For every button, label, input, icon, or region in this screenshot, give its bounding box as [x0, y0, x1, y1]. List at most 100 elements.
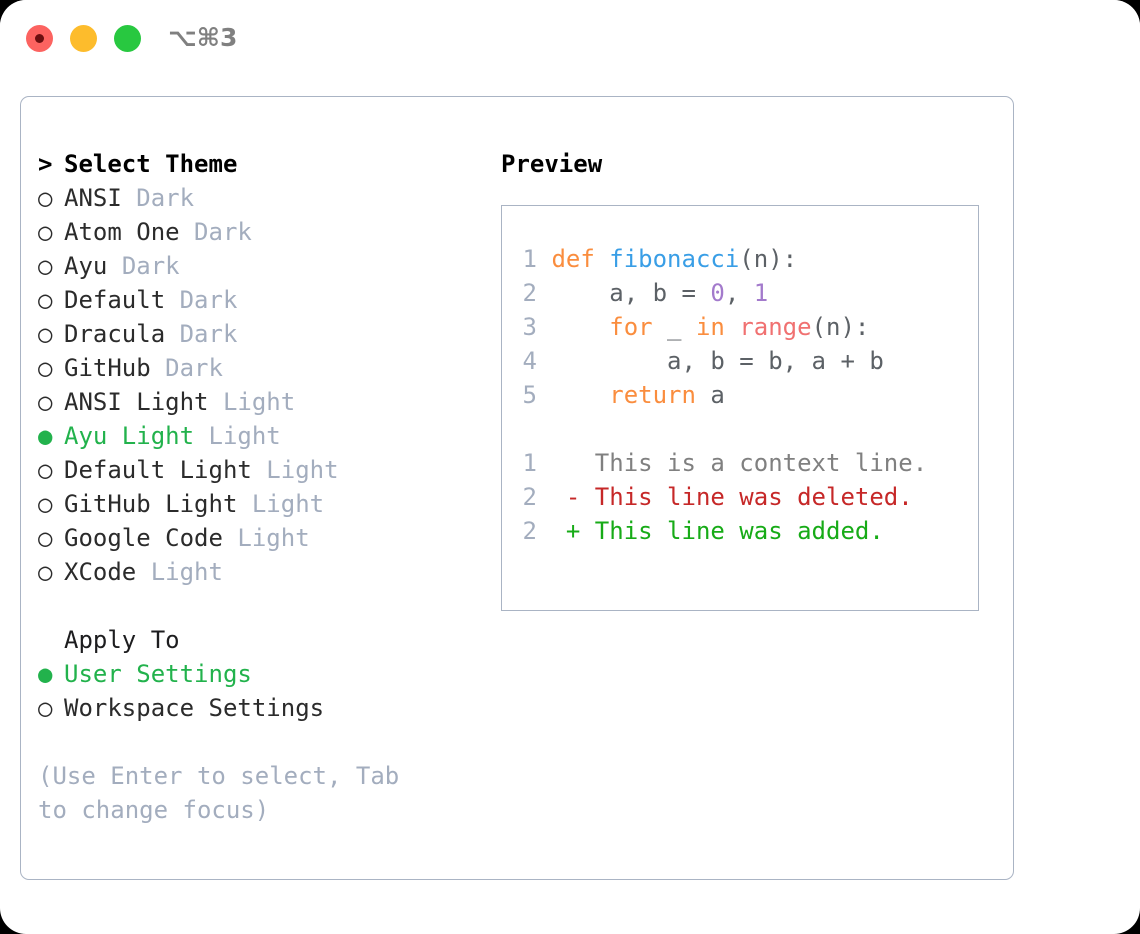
- spacer: [151, 354, 165, 382]
- code-token: for: [609, 313, 653, 341]
- radio-unselected-icon: ○: [38, 286, 53, 314]
- theme-list-item[interactable]: ○ XCode Light: [38, 555, 478, 589]
- theme-list-item[interactable]: ○Google Code Light: [38, 521, 478, 555]
- code-token: 1: [753, 279, 769, 307]
- code-token: (n):: [739, 245, 798, 273]
- theme-name: Google Code: [64, 524, 223, 552]
- preview-title: Preview: [501, 150, 603, 178]
- spacer: [209, 388, 223, 416]
- theme-list-item[interactable]: ○ANSI Light Light: [38, 385, 478, 419]
- theme-list-item[interactable]: ○ Ayu Dark: [38, 249, 478, 283]
- line-number: 2: [522, 279, 537, 307]
- theme-list-item[interactable]: ○GitHub Dark: [38, 351, 478, 385]
- radio-unselected-icon: ○: [38, 354, 53, 382]
- gutter-gap: [537, 517, 566, 545]
- diff-sign: [566, 449, 580, 477]
- spacer: [237, 490, 251, 518]
- theme-list-item[interactable]: ○ ANSI Dark: [38, 181, 478, 215]
- code-token: fibonacci: [609, 245, 740, 273]
- theme-list-item[interactable]: ○Atom One Dark: [38, 215, 478, 249]
- theme-variant: Light: [222, 388, 296, 416]
- theme-variant: Dark: [136, 184, 195, 212]
- radio-unselected-icon: ○: [38, 320, 53, 348]
- spacer: [194, 422, 208, 450]
- line-number: 4: [522, 347, 537, 375]
- diff-sign: +: [565, 517, 581, 545]
- code-line: 1 def fibonacci(n):: [502, 242, 978, 276]
- code-token: a, b =: [551, 279, 711, 307]
- apply-to-item[interactable]: ○Workspace Settings: [38, 691, 478, 725]
- line-number: 3: [522, 313, 537, 341]
- radio-unselected-icon: ○: [38, 490, 53, 518]
- zoom-button[interactable]: [114, 25, 141, 52]
- code-token: return: [609, 381, 696, 409]
- spacer: [165, 286, 179, 314]
- theme-name: Ayu: [64, 252, 108, 280]
- spacer: [107, 252, 121, 280]
- theme-list-item[interactable]: ○Default Light Light: [38, 453, 478, 487]
- keyboard-hint: (Use Enter to select, Tab to change focu…: [38, 762, 400, 824]
- code-token: [725, 313, 739, 341]
- radio-unselected-icon: ○: [38, 218, 53, 246]
- theme-variant: Light: [208, 422, 281, 450]
- apply-to-label: User Settings: [64, 660, 252, 688]
- theme-name: XCode: [64, 558, 137, 586]
- gutter-gap: [537, 245, 551, 273]
- preview-panel-wrapper: Preview 1 def fibonacci(n):2 a, b = 0, 1…: [501, 147, 991, 611]
- theme-variant: Light: [251, 490, 325, 518]
- theme-list-item[interactable]: ○ GitHub Light Light: [38, 487, 478, 521]
- code-token: ,: [724, 279, 754, 307]
- diff-text: This is a context line.: [580, 449, 928, 477]
- theme-list: ○ANSI Dark○Atom One Dark○Ayu Dark○Defaul…: [38, 181, 478, 589]
- theme-variant: Dark: [121, 252, 180, 280]
- title-bar: ⌥⌘3: [0, 0, 1140, 78]
- diff-line: 2 + This line was added.: [502, 514, 978, 548]
- theme-variant: Dark: [165, 354, 223, 382]
- code-line: 5 return a: [502, 378, 978, 412]
- line-number: 1: [522, 449, 537, 477]
- theme-list-item[interactable]: ●Ayu Light Light: [38, 419, 478, 453]
- theme-list-item[interactable]: ○ Default Dark: [38, 283, 478, 317]
- code-token: [551, 313, 609, 341]
- code-token: [551, 381, 609, 409]
- apply-to-item[interactable]: ●User Settings: [38, 657, 478, 691]
- minimize-button[interactable]: [70, 25, 97, 52]
- radio-unselected-icon: ○: [38, 252, 53, 280]
- apply-to-label: Workspace Settings: [64, 694, 325, 722]
- theme-variant: Dark: [194, 218, 252, 246]
- gutter-gap: [537, 381, 551, 409]
- line-number: 5: [522, 381, 537, 409]
- spacer: [223, 524, 237, 552]
- spacer: [252, 456, 266, 484]
- gutter-gap: [537, 313, 551, 341]
- code-line: 4 a, b = b, a + b: [502, 344, 978, 378]
- theme-name: ANSI: [64, 184, 122, 212]
- code-token: (n):: [811, 313, 870, 341]
- radio-unselected-icon: ○: [38, 388, 53, 416]
- line-number: 2: [522, 517, 537, 545]
- radio-unselected-icon: ○: [38, 456, 53, 484]
- theme-name: Ayu Light: [64, 422, 195, 450]
- radio-unselected-icon: ○: [38, 184, 53, 212]
- keyboard-shortcut-label: ⌥⌘3: [168, 23, 238, 52]
- tui-container: >Select Theme ○ANSI Dark○Atom One Dark○A…: [20, 96, 1014, 880]
- theme-list-item[interactable]: ○Dracula Dark: [38, 317, 478, 351]
- radio-unselected-icon: ○: [38, 558, 53, 586]
- cursor-arrow-icon: >: [38, 150, 53, 178]
- line-number: 1: [522, 245, 537, 273]
- theme-name: Default: [64, 286, 166, 314]
- close-button[interactable]: [26, 25, 53, 52]
- apply-to-list: ●User Settings○Workspace Settings: [38, 657, 478, 725]
- theme-variant: Dark: [179, 286, 238, 314]
- spacer: [136, 558, 150, 586]
- diff-sample: 1 This is a context line.2 - This line w…: [502, 446, 978, 548]
- code-token: def: [551, 245, 610, 273]
- code-token: _: [652, 313, 696, 341]
- spacer: [180, 218, 194, 246]
- theme-variant: Light: [150, 558, 223, 586]
- select-theme-heading: >Select Theme: [38, 147, 478, 181]
- theme-name: Default Light: [64, 456, 252, 484]
- theme-name: GitHub Light: [64, 490, 238, 518]
